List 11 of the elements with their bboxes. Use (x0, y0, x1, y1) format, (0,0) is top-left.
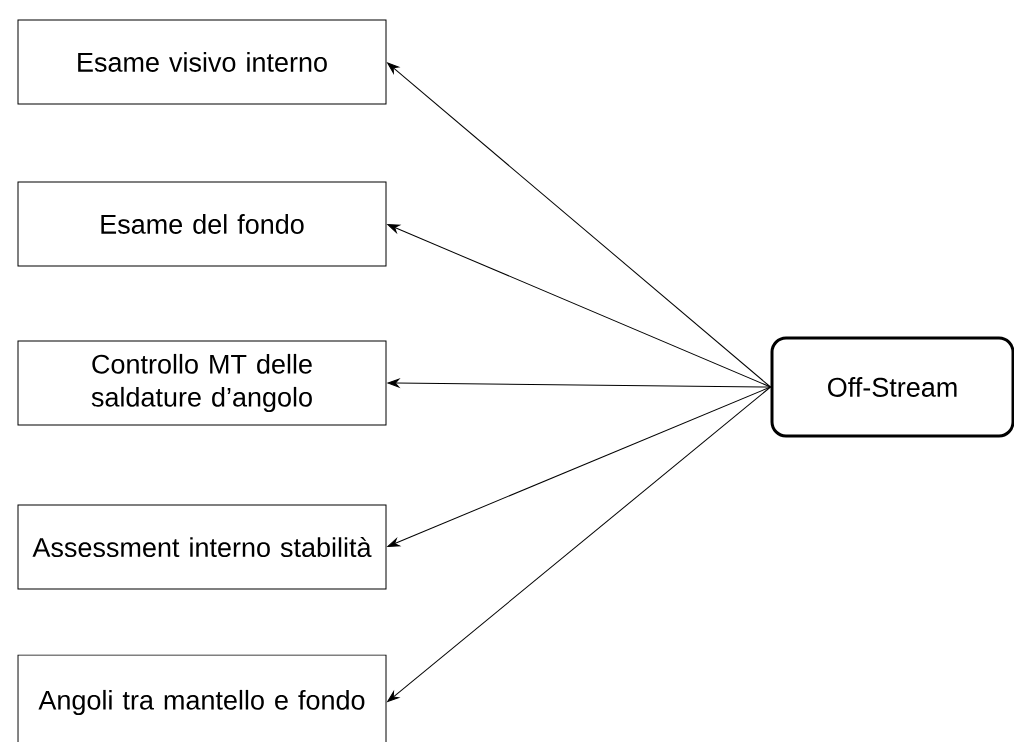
arrow (387, 224, 771, 388)
process-box: Assessment interno stabilità (17, 504, 387, 590)
process-box: Esame del fondo (17, 181, 387, 267)
arrow (387, 378, 771, 388)
process-box: Controllo MT delle saldature d’angolo (17, 340, 387, 426)
process-box: Esame visivo interno (17, 19, 387, 105)
arrow (387, 386, 771, 703)
rounded-box: Off-Stream (770, 336, 1014, 438)
process-box: Angoli tra mantello e fondo (17, 654, 387, 742)
arrow (387, 62, 771, 388)
arrow (387, 386, 771, 547)
